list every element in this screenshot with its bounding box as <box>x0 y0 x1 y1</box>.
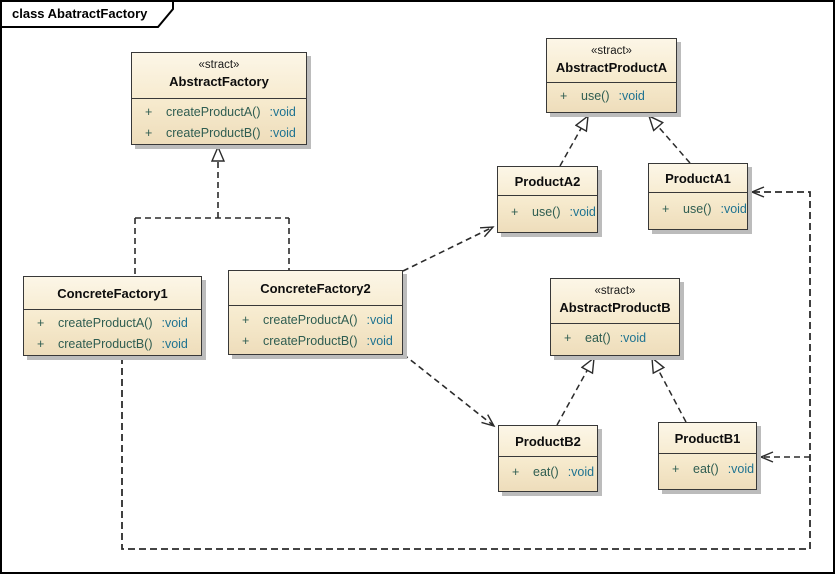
method-row: + createProductA() :void <box>24 313 201 334</box>
class-name: ProductB1 <box>674 430 741 446</box>
class-name: AbstractProductB <box>559 300 671 315</box>
method-return-type: :void <box>618 89 645 103</box>
class-concrete-factory1[interactable]: ConcreteFactory1 + createProductA() :voi… <box>23 276 202 356</box>
method-name: createProductA() <box>166 105 261 119</box>
method-return-type: :void <box>366 313 393 327</box>
method-row: + createProductA() :void <box>132 102 306 123</box>
class-concrete-factory2[interactable]: ConcreteFactory2 + createProductA() :voi… <box>228 270 403 355</box>
class-name: ConcreteFactory1 <box>57 285 168 301</box>
method-name: eat() <box>585 331 611 345</box>
method-row: + use() :void <box>498 202 597 223</box>
method-return-type: :void <box>720 202 747 216</box>
method-row: + use() :void <box>649 199 747 220</box>
method-visibility: + <box>242 313 250 327</box>
method-visibility: + <box>564 331 572 345</box>
method-visibility: + <box>560 89 568 103</box>
class-name: ProductA2 <box>514 173 581 189</box>
class-name: ProductB2 <box>515 433 581 449</box>
stereotype-label: «stract» <box>198 59 240 71</box>
method-name: use() <box>581 89 610 103</box>
method-name: createProductA() <box>263 313 358 327</box>
method-name: createProductA() <box>58 316 153 330</box>
method-row: + createProductA() :void <box>229 310 402 331</box>
method-return-type: :void <box>619 331 647 345</box>
method-row: + createProductB() :void <box>229 331 402 352</box>
class-name: AbstractProductA <box>555 60 668 75</box>
method-visibility: + <box>242 334 250 348</box>
class-product-b2[interactable]: ProductB2 + eat() :void <box>498 425 598 492</box>
class-abstract-product-a[interactable]: «stract» AbstractProductA + use() :void <box>546 38 677 113</box>
method-return-type: :void <box>161 316 188 330</box>
method-row: + eat() :void <box>499 462 597 483</box>
method-name: use() <box>532 205 561 219</box>
class-product-a1[interactable]: ProductA1 + use() :void <box>648 163 748 230</box>
method-visibility: + <box>512 465 520 479</box>
method-row: + createProductB() :void <box>24 334 201 355</box>
method-return-type: :void <box>269 126 296 140</box>
method-visibility: + <box>145 126 153 140</box>
class-product-a2[interactable]: ProductA2 + use() :void <box>497 166 598 233</box>
method-visibility: + <box>672 462 680 476</box>
method-return-type: :void <box>269 105 296 119</box>
method-row: + createProductB() :void <box>132 123 306 144</box>
method-name: createProductB() <box>263 334 358 348</box>
method-visibility: + <box>662 202 670 216</box>
method-return-type: :void <box>569 205 596 219</box>
method-name: eat() <box>693 462 719 476</box>
method-name: eat() <box>533 465 559 479</box>
class-abstract-product-b[interactable]: «stract» AbstractProductB + eat() :void <box>550 278 680 356</box>
method-visibility: + <box>37 337 45 351</box>
frame-tab-label: class AbatractFactory <box>12 6 148 21</box>
method-return-type: :void <box>567 465 595 479</box>
method-row: + eat() :void <box>659 459 756 480</box>
method-visibility: + <box>145 105 153 119</box>
method-row: + eat() :void <box>551 328 679 349</box>
method-name: createProductB() <box>166 126 261 140</box>
class-name: ConcreteFactory2 <box>260 280 371 296</box>
method-visibility: + <box>511 205 519 219</box>
class-abstract-factory[interactable]: «stract» AbstractFactory + createProduct… <box>131 52 307 145</box>
method-return-type: :void <box>727 462 755 476</box>
method-return-type: :void <box>161 337 188 351</box>
method-name: createProductB() <box>58 337 153 351</box>
class-product-b1[interactable]: ProductB1 + eat() :void <box>658 422 757 490</box>
stereotype-label: «stract» <box>591 45 632 57</box>
method-return-type: :void <box>366 334 393 348</box>
method-name: use() <box>683 202 712 216</box>
method-row: + use() :void <box>547 86 676 107</box>
class-name: ProductA1 <box>665 170 731 186</box>
method-visibility: + <box>37 316 45 330</box>
stereotype-label: «stract» <box>594 285 636 297</box>
class-name: AbstractFactory <box>169 74 269 89</box>
